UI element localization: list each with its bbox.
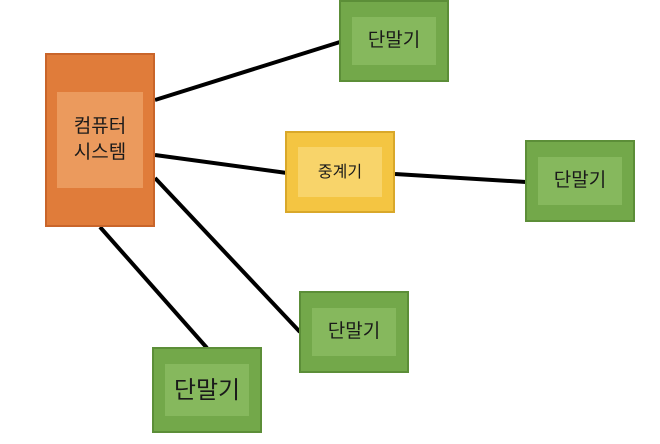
terminal-node-right: 단말기 (525, 140, 635, 222)
computer-system-node: 컴퓨터 시스템 (45, 53, 155, 227)
edge-computer-terminal-bottom (98, 225, 209, 350)
edge-computer-terminal-middle (153, 176, 302, 334)
relay-node: 중계기 (285, 131, 395, 213)
terminal-node-top: 단말기 (339, 0, 449, 82)
terminal-node-bottom: 단말기 (152, 347, 262, 433)
terminal-label: 단말기 (312, 308, 396, 356)
edge-computer-relay (154, 153, 288, 175)
computer-system-label: 컴퓨터 시스템 (57, 92, 143, 188)
terminal-label: 단말기 (165, 364, 249, 416)
terminal-node-middle: 단말기 (299, 291, 409, 373)
relay-label: 중계기 (298, 147, 382, 197)
terminal-label: 단말기 (538, 157, 622, 205)
edge-computer-terminal-top (154, 40, 341, 102)
edge-relay-terminal-right (394, 172, 527, 184)
terminal-label: 단말기 (352, 17, 436, 65)
